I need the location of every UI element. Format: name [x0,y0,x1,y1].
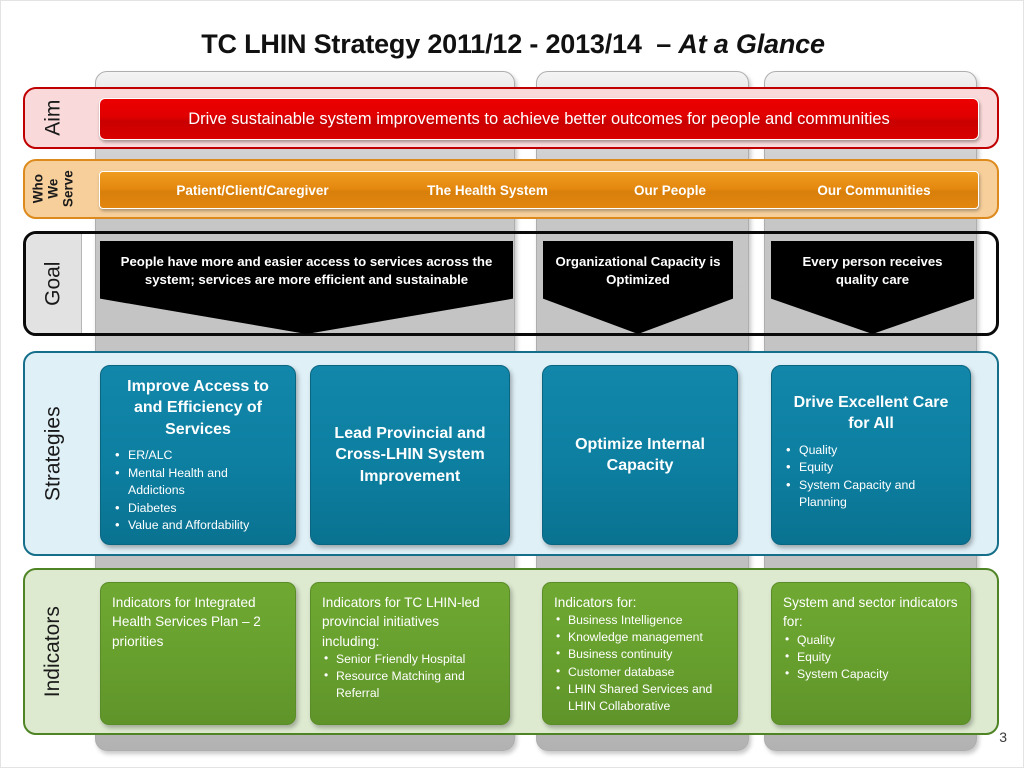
indicator-bullet: Equity [783,648,959,666]
row-label-who-we-serve: Who We Serve [25,161,81,217]
indicator-bullet: Senior Friendly Hospital [322,650,498,668]
row-aim: Aim Drive sustainable system improvement… [23,87,999,149]
strategy-bullet: Diabetes [113,499,283,518]
row-goal: Goal People have more and easier access … [23,231,999,336]
strategy-box-lead-provincial[interactable]: Lead Provincial and Cross-LHIN System Im… [310,365,510,545]
indicator-bullet: LHIN Shared Services and LHIN Collaborat… [554,680,726,715]
indicator-box-internal[interactable]: Indicators for: Business Intelligence Kn… [542,582,738,725]
indicator-bullet: Business continuity [554,645,726,663]
strategy-bullet: ER/ALC [113,446,283,465]
indicator-bullets-system-sector: Quality Equity System Capacity [783,631,959,683]
slide-number: 3 [999,729,1007,745]
strategy-bullets-improve-access: ER/ALC Mental Health and Addictions Diab… [113,446,283,535]
strategy-box-optimize-internal[interactable]: Optimize Internal Capacity [542,365,738,545]
page-title: TC LHIN Strategy 2011/12 - 2013/14 – At … [1,29,1024,60]
strategy-bullet: Value and Affordability [113,516,283,535]
aim-statement-banner: Drive sustainable system improvements to… [99,98,979,140]
serve-cell-patient: Patient/Client/Caregiver [176,182,329,198]
indicator-box-ihsp[interactable]: Indicators for Integrated Health Service… [100,582,296,725]
strategy-title-optimize-internal: Optimize Internal Capacity [575,435,705,474]
strategy-title-lead-provincial: Lead Provincial and Cross-LHIN System Im… [334,424,486,485]
serve-cell-our-people: Our People [633,182,706,198]
strategy-title-improve-access: Improve Access to and Efficiency of Serv… [127,378,269,438]
indicator-bullets-internal: Business Intelligence Knowledge manageme… [554,611,726,715]
aim-statement-text: Drive sustainable system improvements to… [188,109,890,128]
row-label-aim: Aim [25,89,81,147]
title-italic-text: At a Glance [678,29,825,59]
indicator-bullet: Business Intelligence [554,611,726,629]
title-main-text: TC LHIN Strategy 2011/12 - 2013/14 [201,29,642,59]
strategy-box-drive-excellent-care[interactable]: Drive Excellent Care for All Quality Equ… [771,365,971,545]
serve-cell-health-system: The Health System [427,182,548,198]
serve-cell-our-communities: Our Communities [817,182,931,198]
strategy-bullet: Equity [784,458,958,477]
row-label-indicators: Indicators [25,570,81,733]
title-separator: – [656,29,672,59]
row-who-we-serve: Who We Serve Patient/Client/Caregiver Th… [23,159,999,219]
row-indicators: Indicators Indicators for Integrated Hea… [23,568,999,735]
indicator-bullets-provincial-initiatives: Senior Friendly Hospital Resource Matchi… [322,650,498,702]
row-label-who-we-serve-text: Who We Serve [30,171,75,208]
indicator-bullet: Customer database [554,663,726,681]
indicator-bullet: Resource Matching and Referral [322,667,498,702]
indicator-heading-ihsp: Indicators for Integrated Health Service… [112,595,261,649]
row-label-goal: Goal [26,234,82,333]
indicator-bullet: Quality [783,631,959,649]
strategy-bullet: Mental Health and Addictions [113,464,283,500]
who-label-line-2: We [45,178,61,199]
indicator-bullet: Knowledge management [554,628,726,646]
strategy-bullet: Quality [784,441,958,460]
row-label-goal-text: Goal [41,261,65,306]
indicator-bullet: System Capacity [783,665,959,683]
indicator-heading-provincial-initiatives: Indicators for TC LHIN-led provincial in… [322,595,480,649]
strategy-box-improve-access[interactable]: Improve Access to and Efficiency of Serv… [100,365,296,545]
strategy-bullet: System Capacity and Planning [784,476,958,512]
indicator-heading-system-sector: System and sector indicators for: [783,595,958,630]
who-label-line-1: Who [30,174,46,204]
indicator-box-provincial-initiatives[interactable]: Indicators for TC LHIN-led provincial in… [310,582,510,725]
row-strategies: Strategies Improve Access to and Efficie… [23,351,999,556]
strategy-title-drive-excellent-care: Drive Excellent Care for All [793,394,949,433]
indicator-box-system-sector[interactable]: System and sector indicators for: Qualit… [771,582,971,725]
who-label-line-3: Serve [60,170,76,208]
who-we-serve-banner: Patient/Client/Caregiver The Health Syst… [99,171,979,209]
row-label-strategies: Strategies [25,353,81,554]
row-label-indicators-text: Indicators [41,605,65,698]
row-label-strategies-text: Strategies [41,406,65,501]
indicator-heading-internal: Indicators for: [554,595,637,610]
strategy-bullets-drive-excellent-care: Quality Equity System Capacity and Plann… [784,441,958,512]
row-label-aim-text: Aim [41,99,65,137]
